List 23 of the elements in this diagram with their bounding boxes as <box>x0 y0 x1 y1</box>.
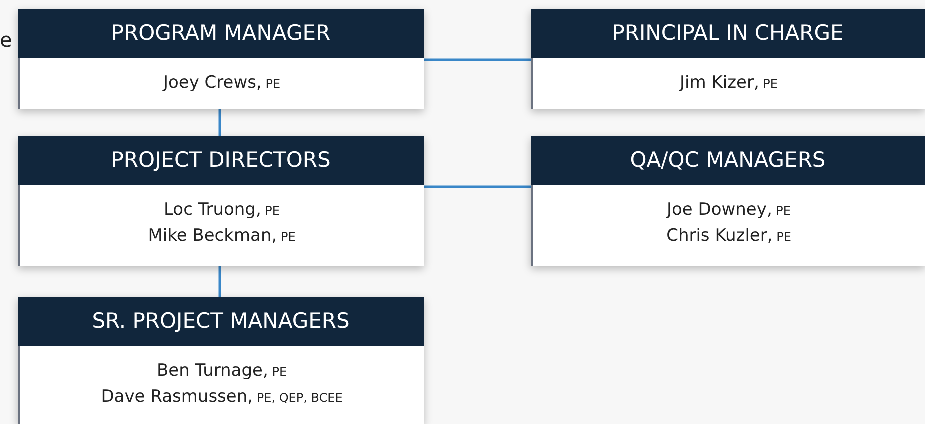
role-title: SR. PROJECT MANAGERS <box>18 297 424 346</box>
person-name: Joey Crews, PE <box>162 72 282 95</box>
person-name: Mike Beckman, PE <box>147 225 297 248</box>
role-card <box>531 136 925 266</box>
connector-line <box>424 58 531 62</box>
role-title: PROJECT DIRECTORS <box>18 136 424 185</box>
role-title: QA/QC MANAGERS <box>531 136 925 185</box>
person-name: Chris Kuzler, PE <box>666 225 792 248</box>
person-name: Loc Truong, PE <box>163 199 281 222</box>
role-card <box>18 9 424 109</box>
person-name: Jim Kizer, PE <box>678 72 779 95</box>
role-card <box>18 297 424 424</box>
role-title: PRINCIPAL IN CHARGE <box>531 9 925 58</box>
person-name: Joe Downey, PE <box>665 199 792 222</box>
connector-line <box>218 109 222 136</box>
person-name: Dave Rasmussen, PE, QEP, BCEE <box>100 386 344 409</box>
text-fragment: e <box>0 28 12 52</box>
role-card <box>531 9 925 109</box>
role-title: PROGRAM MANAGER <box>18 9 424 58</box>
connector-line <box>424 186 531 188</box>
connector-line <box>218 266 222 297</box>
person-name: Ben Turnage, PE <box>156 360 288 383</box>
role-card <box>18 136 424 266</box>
